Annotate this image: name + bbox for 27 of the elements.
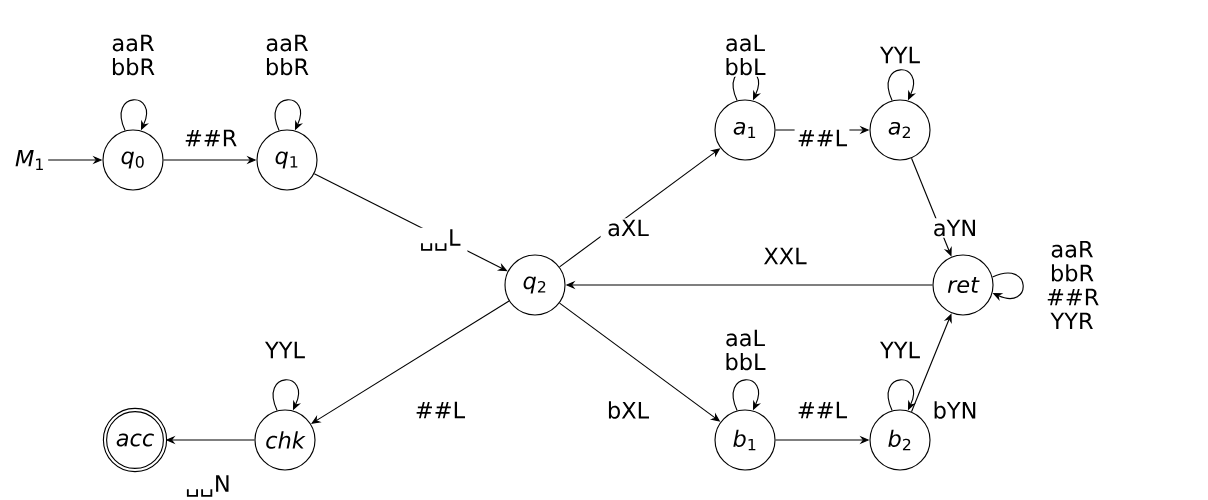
edge-label: aaR bbR ##R YYR — [1044, 239, 1100, 331]
edge-label: ␣␣L — [412, 227, 468, 253]
arrow — [120, 99, 149, 132]
edge-label: aaR bbR — [259, 33, 315, 77]
arrow — [732, 379, 761, 412]
arrow — [992, 272, 1024, 301]
edge-label: XXL — [757, 246, 813, 266]
start-label: M$_{1}$ — [15, 149, 43, 170]
edge-label: aaL bbL — [717, 328, 773, 372]
edge-label: ##L — [412, 400, 468, 420]
edge-label: aYN — [927, 218, 983, 238]
edge-label: aXL — [600, 218, 656, 238]
arrow — [311, 300, 510, 424]
arrow — [272, 379, 301, 412]
edge-label: aaR bbR — [105, 33, 161, 77]
arrow — [887, 69, 916, 102]
edge-label: ␣␣N — [180, 473, 236, 499]
edge-label: aaL bbL — [717, 33, 773, 77]
edge-label: ##L — [794, 128, 850, 148]
edge-label: ##L — [794, 400, 850, 420]
edge-label: YYL — [257, 340, 313, 360]
edge-label: ##R — [182, 128, 238, 148]
edge-label: YYL — [872, 340, 928, 360]
arrow — [887, 379, 916, 412]
edge-label: YYL — [872, 45, 928, 65]
arrow — [274, 99, 303, 132]
edge-label: bXL — [600, 399, 656, 421]
